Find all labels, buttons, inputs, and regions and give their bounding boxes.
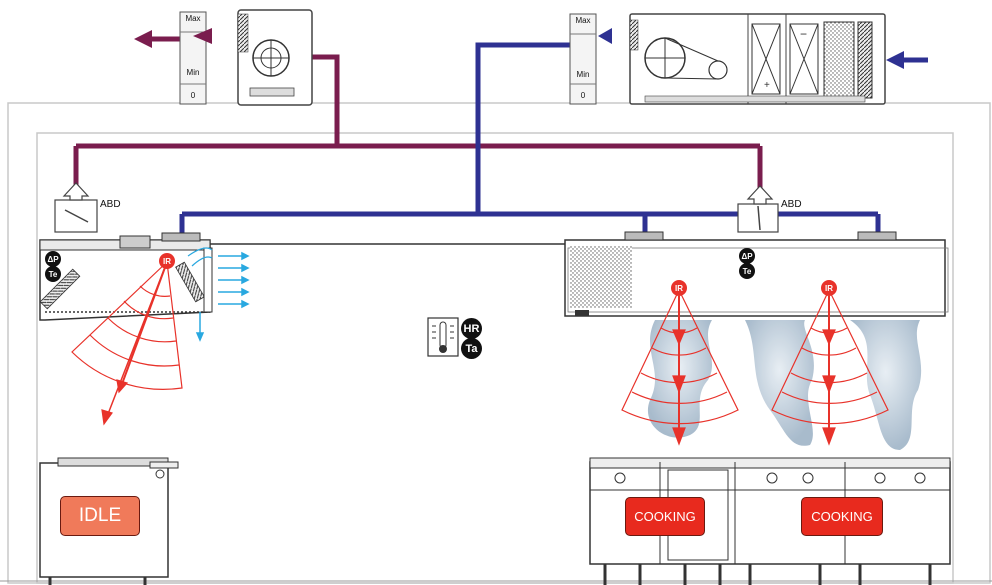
motor-icon	[709, 61, 727, 79]
supply-air-handling-unit: + −	[570, 14, 885, 104]
left-temperature-sensor-badge: Te	[45, 266, 61, 282]
supply-inlet-arrow	[886, 51, 928, 69]
filter-icon	[824, 22, 854, 98]
ir-sensor-right-badge: IR	[821, 280, 837, 296]
thermometer-icon	[428, 318, 458, 356]
right-island-hood	[565, 232, 948, 316]
idle-status-badge: IDLE	[60, 496, 140, 536]
supply-gauge-max-label: Max	[570, 16, 596, 25]
exhaust-gauge-max-label: Max	[180, 14, 206, 23]
humidity-sensor-badge: HR	[461, 318, 482, 339]
ambient-temperature-sensor-badge: Ta	[461, 338, 482, 359]
idle-status-label: IDLE	[79, 505, 121, 527]
supply-damper-indicator-icon	[598, 28, 612, 44]
exhaust-outlet-arrow	[134, 30, 180, 48]
cooking-status-badge-center: COOKING	[625, 497, 705, 536]
cooking-status-badge-right: COOKING	[801, 497, 883, 536]
cooking-status-label-center: COOKING	[634, 509, 695, 524]
right-pressure-sensor-badge: ΔP	[739, 248, 755, 264]
exhaust-gauge-min-label: Min	[180, 68, 206, 77]
ir-sensor-left-badge: IR	[159, 253, 175, 269]
right-temperature-sensor-badge: Te	[739, 263, 755, 279]
ir-sensor-center-badge: IR	[671, 280, 687, 296]
svg-text:+: +	[764, 80, 770, 91]
left-wall-hood	[40, 233, 212, 320]
left-pressure-sensor-badge: ΔP	[45, 251, 61, 267]
supply-gauge-min-label: Min	[570, 70, 596, 79]
abd-damper-left-icon	[55, 183, 97, 232]
cooking-status-label-right: COOKING	[811, 509, 872, 524]
abd-left-label: ABD	[100, 199, 121, 210]
svg-text:−: −	[800, 27, 807, 41]
exhaust-gauge-zero-label: 0	[180, 91, 206, 100]
abd-right-label: ABD	[781, 199, 802, 210]
supply-gauge-zero-label: 0	[570, 91, 596, 100]
abd-damper-right-icon	[738, 186, 778, 232]
